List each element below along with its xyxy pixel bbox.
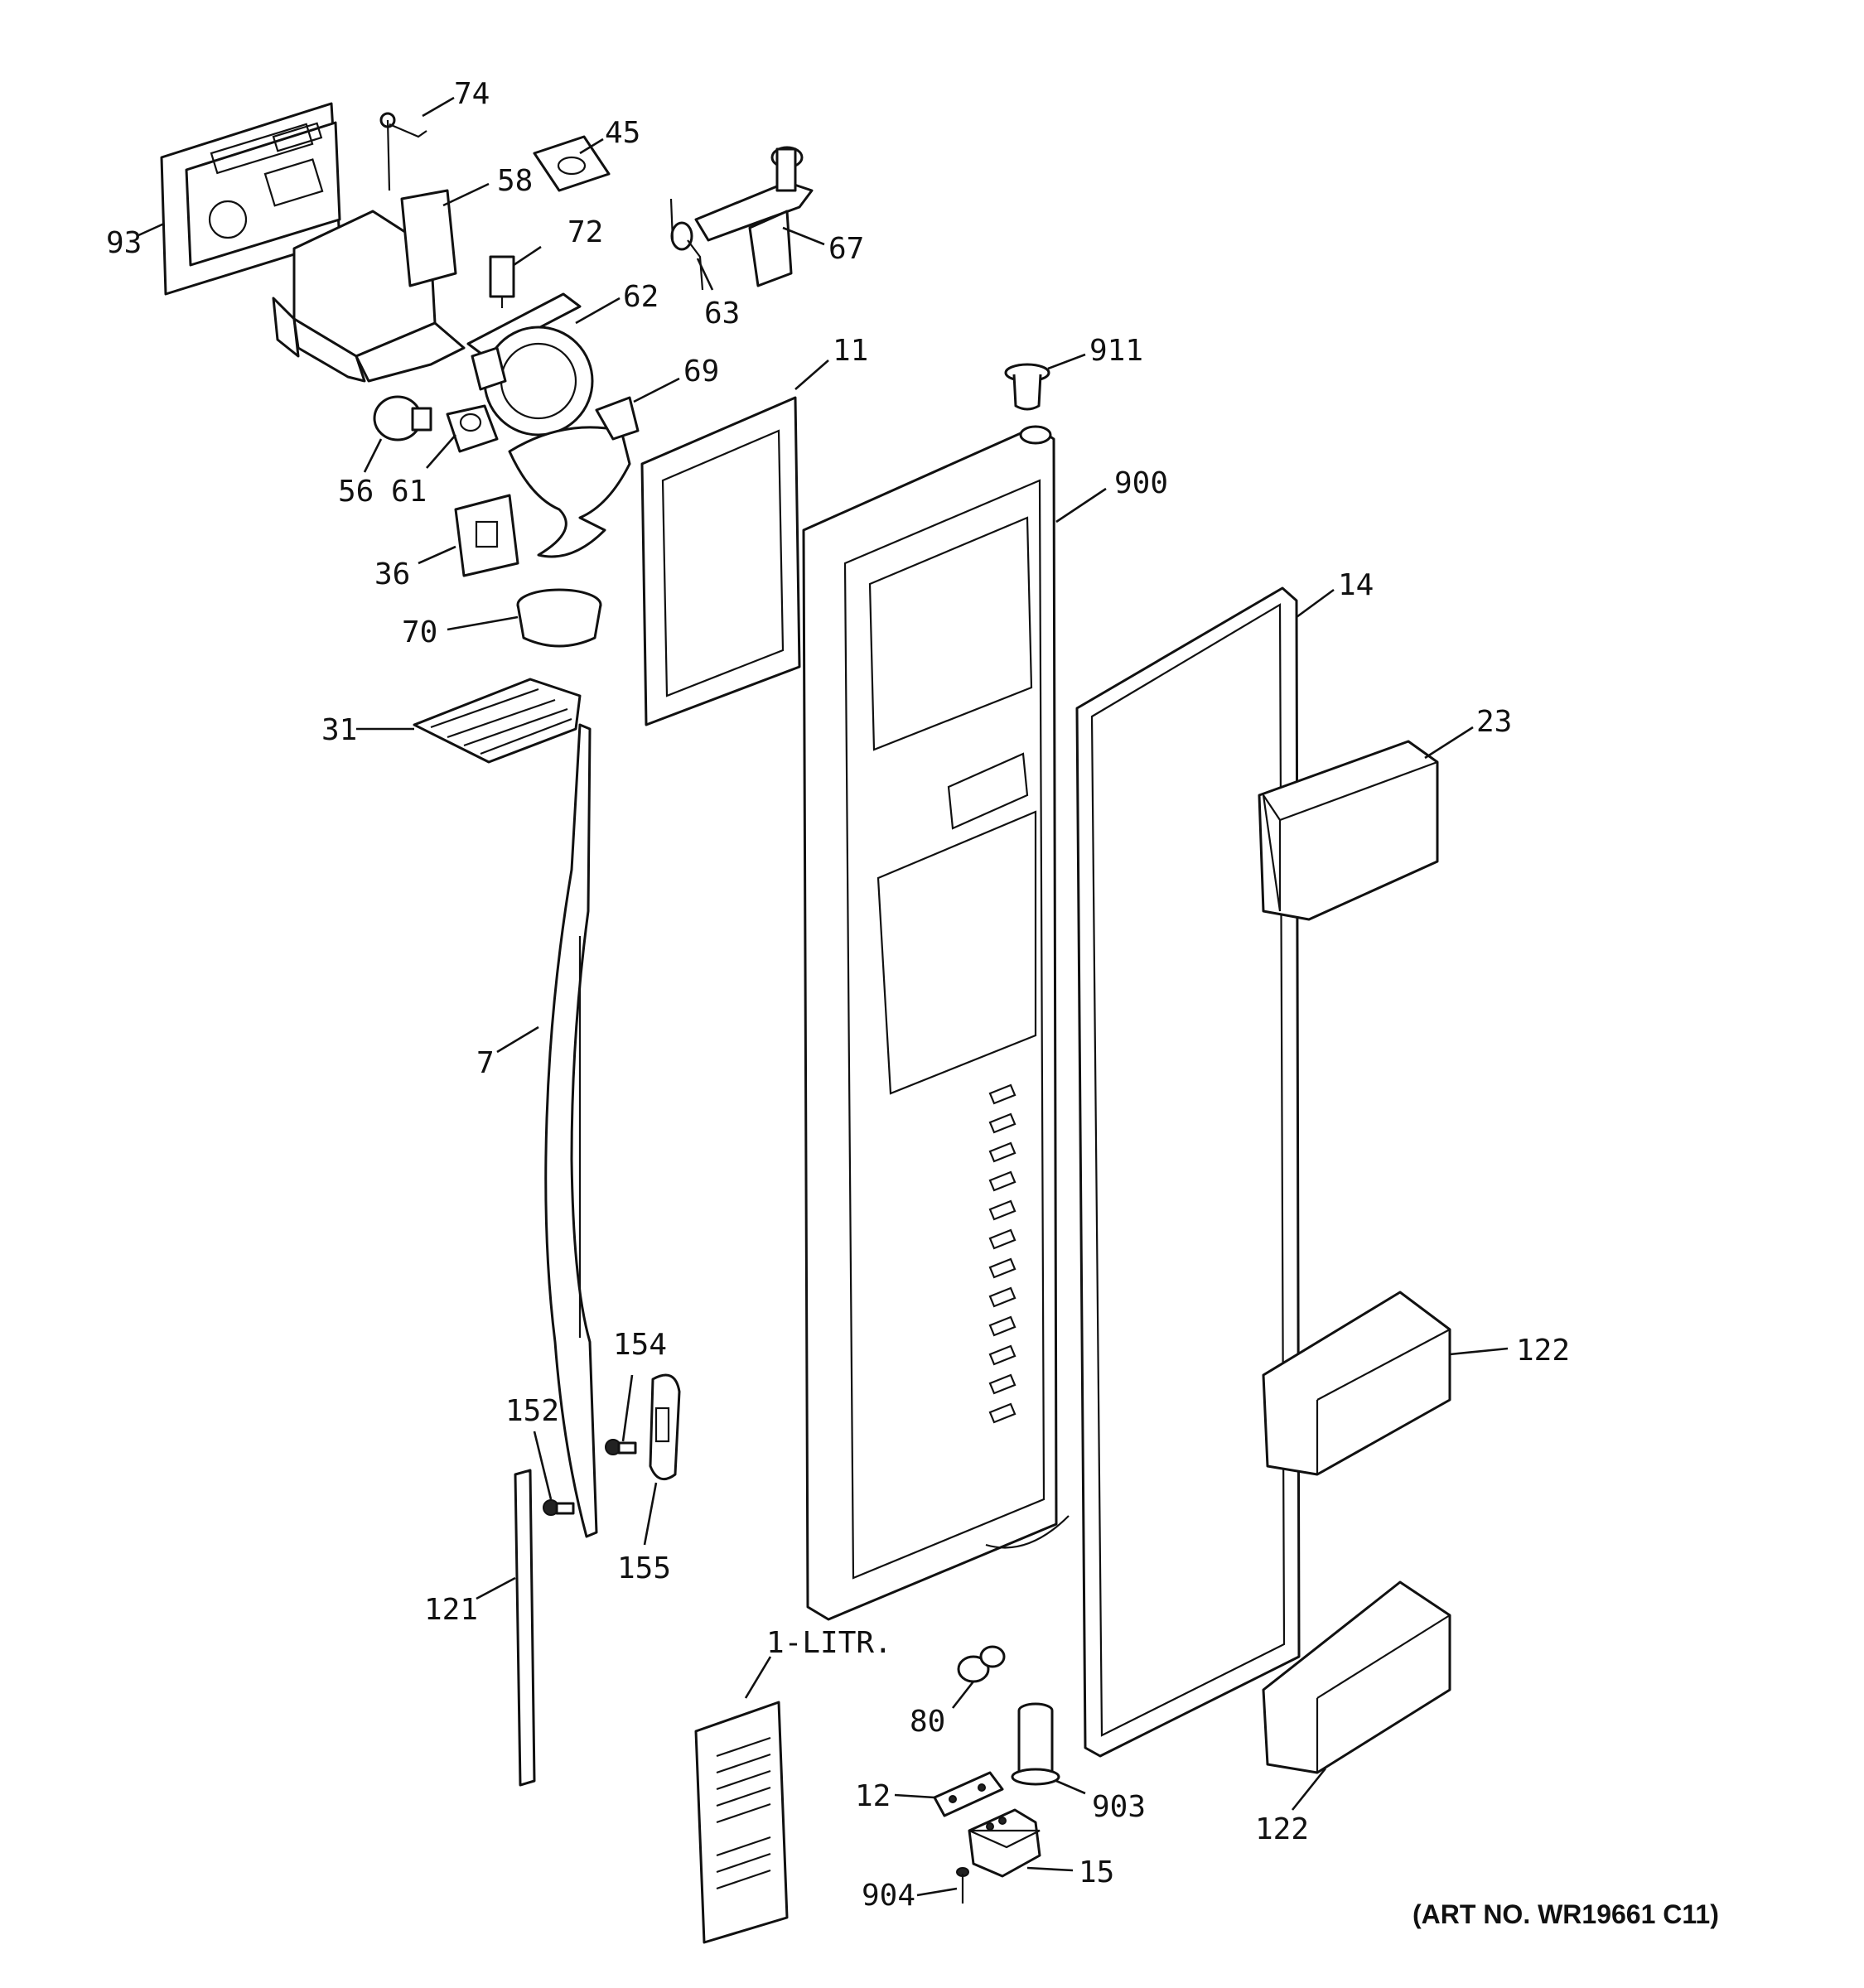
part-154-screw — [605, 1439, 637, 1455]
part-61-socket — [446, 404, 499, 453]
callout-122-lower: 122 — [1255, 1812, 1309, 1846]
part-58-housing — [272, 189, 466, 383]
callout-45: 45 — [605, 116, 640, 150]
callout-74: 74 — [454, 77, 490, 111]
part-56-light-bulb — [373, 395, 432, 442]
callout-labels: 74 45 58 93 72 67 63 62 11 911 69 56 61 … — [106, 77, 1570, 1913]
part-121-trim — [514, 1469, 536, 1787]
leader-lines — [136, 96, 1509, 1897]
part-74-spring — [379, 112, 427, 191]
part-904-screw — [956, 1867, 969, 1904]
callout-31: 31 — [321, 713, 357, 747]
part-62-auger-motor — [466, 292, 594, 437]
part-122-door-bin-upper — [1262, 1291, 1451, 1476]
part-31-grille — [413, 678, 582, 764]
part-67-bracket — [694, 146, 814, 287]
part-72-switch — [489, 255, 515, 308]
callout-61: 61 — [391, 475, 427, 509]
callout-911: 911 — [1089, 334, 1143, 368]
art-number: (ART NO. WR19661 C11) — [1412, 1899, 1719, 1929]
part-155-hinge-bracket — [649, 1373, 681, 1481]
part-69-ice-chute — [508, 396, 640, 558]
callout-900: 900 — [1114, 466, 1168, 500]
callout-72: 72 — [567, 215, 603, 249]
part-11-dispenser-frame — [640, 396, 801, 726]
callout-56: 56 — [338, 475, 374, 509]
callout-1-litr: 1-LITR. — [766, 1626, 892, 1660]
callout-62: 62 — [623, 280, 659, 314]
part-152-screw — [543, 1499, 575, 1516]
callout-23: 23 — [1476, 705, 1512, 739]
callout-70: 70 — [402, 615, 437, 649]
part-1-literature — [694, 1701, 789, 1944]
callout-121: 121 — [424, 1593, 478, 1627]
part-12-plate — [933, 1771, 1004, 1817]
callout-154: 154 — [613, 1328, 667, 1362]
callout-904: 904 — [862, 1879, 915, 1913]
part-70-ring — [516, 588, 602, 648]
part-7-trim — [544, 723, 598, 1538]
callout-58: 58 — [497, 164, 533, 198]
callout-152: 152 — [505, 1394, 559, 1428]
callout-903: 903 — [1092, 1790, 1146, 1824]
callout-63: 63 — [704, 297, 740, 331]
part-36-bracket — [454, 494, 519, 577]
part-45-bracket — [533, 135, 611, 192]
callout-122-upper: 122 — [1516, 1334, 1570, 1368]
callout-15: 15 — [1079, 1855, 1114, 1889]
callout-14: 14 — [1338, 568, 1374, 602]
callout-11: 11 — [833, 334, 868, 368]
callout-12: 12 — [855, 1779, 891, 1813]
part-93-dispenser-control-panel — [160, 102, 341, 296]
part-15-hinge — [968, 1808, 1041, 1878]
part-903-hinge-pin — [1011, 1702, 1060, 1786]
part-14-door-gasket — [1075, 586, 1301, 1758]
part-80-plug — [957, 1645, 1006, 1683]
door-shelf-tabs — [988, 1083, 1017, 1424]
part-63-spring — [669, 198, 704, 291]
callout-93: 93 — [106, 226, 142, 260]
callout-155: 155 — [617, 1551, 671, 1585]
part-911-bushing — [1004, 363, 1050, 411]
part-122-door-bin-lower — [1262, 1580, 1451, 1774]
callout-80: 80 — [910, 1705, 945, 1739]
part-23-dairy-bin — [1258, 740, 1439, 921]
callout-7: 7 — [476, 1046, 495, 1080]
callout-36: 36 — [374, 557, 410, 591]
callout-67: 67 — [828, 232, 864, 266]
part-900-freezer-door — [802, 425, 1070, 1621]
callout-69: 69 — [683, 355, 719, 388]
